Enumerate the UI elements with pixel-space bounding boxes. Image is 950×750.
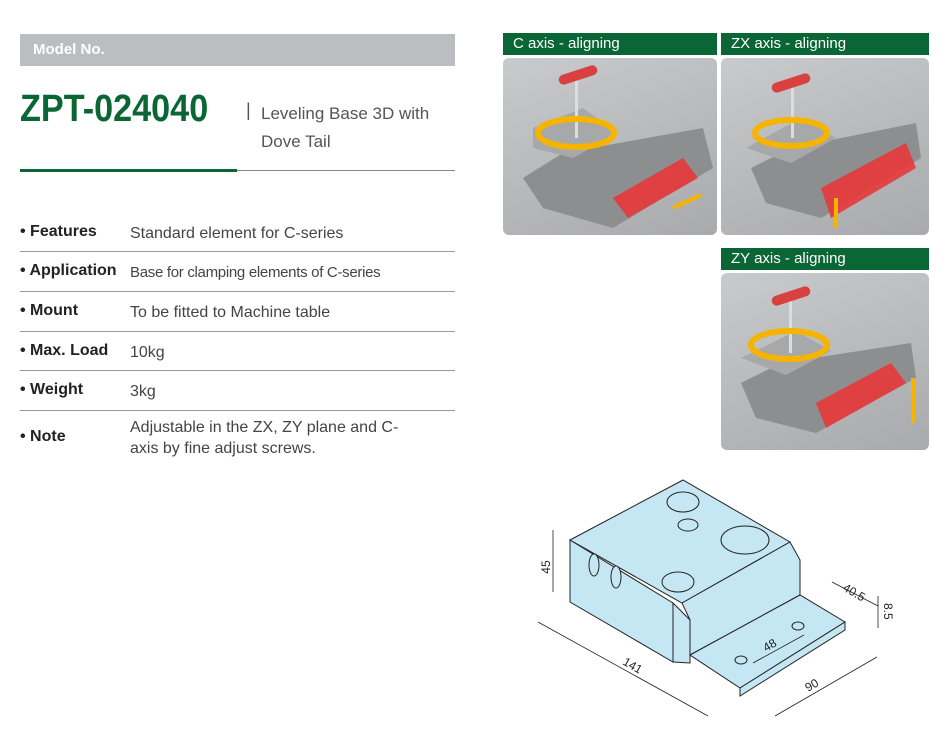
spec-value: 3kg: [130, 383, 156, 400]
c-axis-illustration: [503, 58, 717, 235]
dim-flange-width: 40.5: [841, 580, 869, 604]
fixture-render: [523, 65, 713, 228]
product-description: Leveling Base 3D with Dove Tail: [261, 104, 430, 151]
zx-axis-illustration: [721, 58, 929, 235]
fixture-render: [746, 73, 921, 228]
spec-label: • Note: [20, 428, 66, 445]
screw-icon: [661, 571, 695, 593]
spec-label: • Features: [20, 223, 97, 240]
hole-icon: [791, 621, 805, 631]
spec-label: • Max. Load: [20, 342, 109, 359]
panel-title-zx-axis: ZX axis - aligning: [721, 33, 929, 55]
rotate-arrow-icon: [748, 328, 830, 362]
model-no-header: Model No.: [20, 34, 455, 66]
dimension-lines: [537, 530, 879, 717]
spec-label: • Mount: [20, 302, 79, 319]
part-flange-edge: [739, 621, 846, 697]
divider: [20, 410, 455, 411]
title-underline: [237, 170, 455, 171]
divider: [20, 251, 455, 252]
zy-axis-illustration: [721, 273, 929, 450]
dim-hole-spacing: 48: [761, 636, 780, 655]
divider: [20, 331, 455, 332]
spec-value: Base for clamping elements of C-series: [130, 264, 381, 281]
rotate-arrow-icon: [535, 116, 617, 150]
spec-value: Standard element for C-series: [130, 225, 344, 242]
panel-title-c-axis: C axis - aligning: [503, 33, 717, 55]
divider: [20, 291, 455, 292]
dim-flange-thickness: 8.5: [881, 603, 895, 620]
dim-length: 141: [621, 654, 646, 676]
screw-icon: [677, 518, 699, 532]
hole-icon: [734, 655, 748, 665]
screw-icon: [610, 565, 622, 589]
spec-label: • Weight: [20, 381, 84, 398]
divider: [20, 370, 455, 371]
screw-icon: [588, 553, 600, 577]
spec-value: To be fitted to Machine table: [130, 304, 331, 321]
screw-icon: [666, 491, 700, 513]
spec-value: Adjustable in the ZX, ZY plane and C-axi…: [130, 419, 399, 457]
move-arrow-icon: [672, 193, 702, 210]
model-number: ZPT-024040: [20, 88, 209, 130]
rotate-arrow-icon: [752, 117, 830, 149]
dim-width: 90: [803, 676, 822, 695]
dim-height: 45: [539, 560, 553, 574]
fixture-render: [741, 286, 916, 433]
spec-label: • Application: [20, 262, 117, 279]
panel-title-zy-axis: ZY axis - aligning: [721, 248, 929, 270]
title-separator: |: [246, 100, 251, 120]
screw-icon: [720, 525, 770, 555]
spec-value: 10kg: [130, 344, 165, 361]
title-underline-accent: [20, 169, 237, 172]
